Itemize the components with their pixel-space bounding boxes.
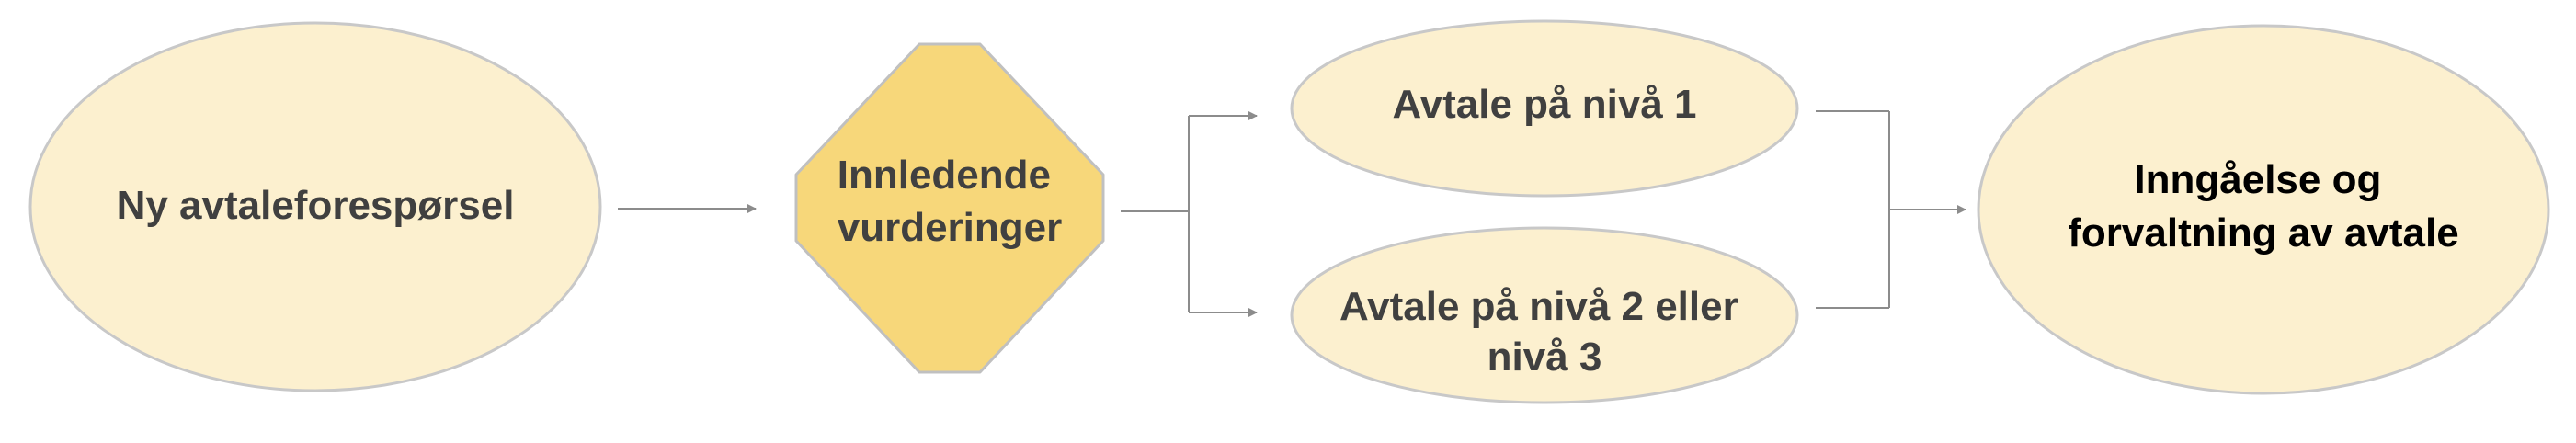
decision-label: Innledende vurderinger [838,153,1063,250]
level23-label: Avtale på nivå 2 eller nivå 3 [1339,284,1750,380]
level1-label-line-1: Avtale på nivå 1 [1393,82,1697,127]
end-label-line-2: forvaltning av avtale [2068,210,2458,256]
level1-node [1290,19,1799,198]
level23-label-line-1: Avtale på nivå 2 eller [1339,284,1738,329]
end-label-line-1: Inngåelse og [2134,157,2381,202]
level23-node [1290,226,1799,404]
decision-label-line-1: Innledende [838,153,1051,198]
level1-label: Avtale på nivå 1 [1393,82,1697,127]
decision-label-line-2: vurderinger [838,205,1063,250]
end-node [1977,24,2550,395]
start-node [28,21,602,392]
end-label: Inngåelse og forvaltning av avtale [2068,157,2458,256]
start-label: Ny avtaleforespørsel [117,183,515,228]
start-label-line-1: Ny avtaleforespørsel [117,183,515,228]
level23-label-line-2: nivå 3 [1487,335,1602,380]
decision-node [794,42,1105,374]
